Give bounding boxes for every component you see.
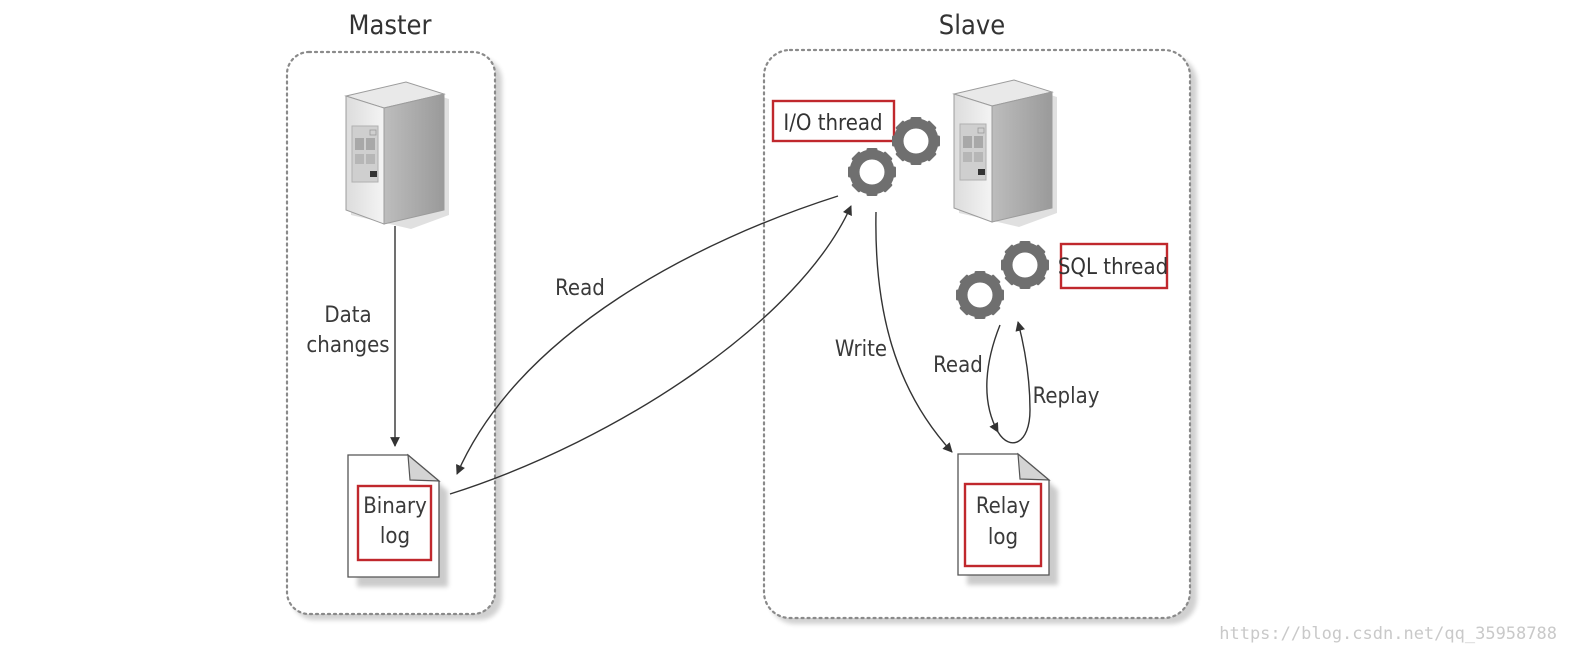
- data-changes-label-line2: changes: [306, 333, 389, 358]
- sql-thread-gear-icon-large: [956, 271, 1004, 319]
- sql-read-arrow: [986, 324, 1001, 433]
- watermark-text: https://blog.csdn.net/qq_35958788: [1219, 624, 1557, 644]
- sql-read-label: Read: [933, 353, 983, 378]
- io-thread-label: I/O thread: [783, 111, 882, 136]
- write-label: Write: [835, 337, 887, 362]
- data-changes-label-line1: Data: [324, 303, 371, 328]
- replay-arrow: [997, 321, 1031, 444]
- slave-title: Slave: [939, 10, 1005, 41]
- relay-log-label-line2: log: [988, 525, 1018, 550]
- binary-log-label-line2: log: [380, 524, 410, 549]
- write-arrow: [875, 211, 953, 453]
- io-thread-gear-icon-small: [892, 117, 940, 165]
- io-thread-gear-icon-large: [848, 148, 896, 196]
- replay-label: Replay: [1033, 384, 1100, 409]
- master-server-icon: [345, 81, 450, 230]
- cross-read-label: Read: [555, 276, 605, 301]
- sql-thread-gear-icon-small: [1001, 241, 1049, 289]
- binary-log-to-io-arrow: [449, 205, 852, 495]
- relay-log-label-line1: Relay: [976, 494, 1031, 519]
- io-read-request-arrow: [456, 195, 839, 475]
- relay-log-document-icon: [957, 452, 1058, 585]
- master-title: Master: [349, 10, 432, 41]
- binary-log-document-icon: [347, 453, 448, 587]
- io-thread-highlight: [771, 99, 896, 143]
- relay-log-highlight: [963, 482, 1043, 568]
- sql-thread-label: SQL thread: [1058, 255, 1168, 280]
- binary-log-highlight: [356, 484, 433, 562]
- sql-thread-highlight: [1059, 242, 1169, 290]
- slave-server-icon: [953, 79, 1058, 228]
- binary-log-label-line1: Binary: [363, 494, 427, 519]
